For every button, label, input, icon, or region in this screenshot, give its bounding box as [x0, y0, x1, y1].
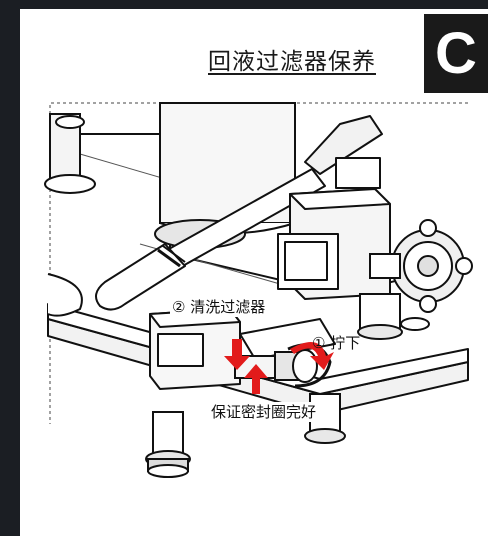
pump-handle: [95, 115, 383, 311]
left-round-block: [47, 273, 83, 317]
red-arrows: [224, 339, 334, 394]
turn-down-label: ① 拧下: [312, 334, 361, 352]
seal-ring-label: 保证密封圈完好: [209, 402, 319, 422]
page-title: 回液过滤器保养: [208, 49, 376, 75]
right-foot: [304, 393, 346, 444]
manual-page: 回液过滤器保养 C: [20, 9, 488, 536]
valve-wheel: [369, 219, 473, 313]
left-foot: [145, 411, 191, 478]
pump-filter-illustration: [44, 102, 473, 478]
valve-fittings: [357, 293, 430, 340]
clean-filter-label: ② 清洗过滤器: [170, 297, 268, 317]
section-badge: C: [424, 14, 488, 93]
top-left-cap: [44, 113, 96, 194]
